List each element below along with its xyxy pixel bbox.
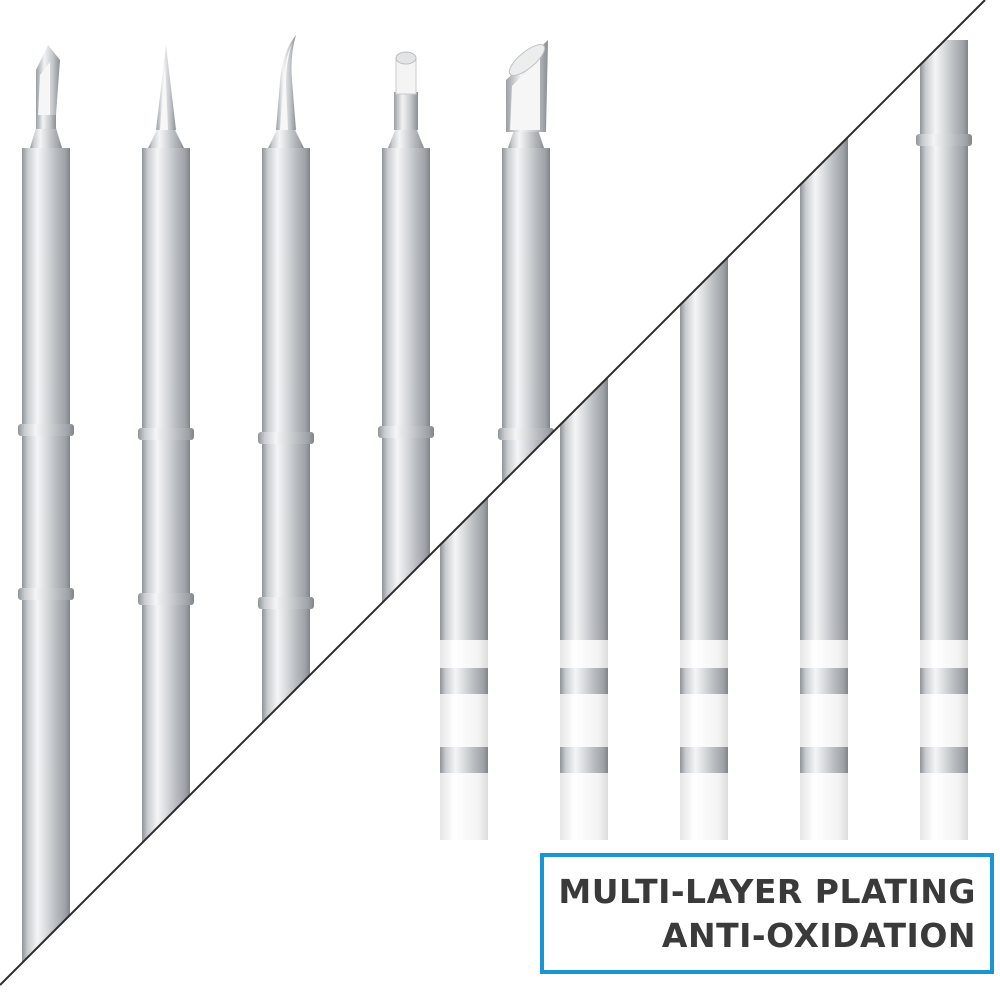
connector-end-3 xyxy=(680,0,728,840)
caption-line-2: ANTI-OXIDATION xyxy=(661,915,976,955)
caption-line-1: MULTI-LAYER PLATING xyxy=(558,871,976,911)
connector-end-4 xyxy=(800,0,848,840)
connector-end-2 xyxy=(560,0,608,840)
chisel-tip xyxy=(378,51,434,985)
caption-box: MULTI-LAYER PLATING ANTI-OXIDATION xyxy=(540,853,994,974)
connector-end-1 xyxy=(440,0,488,840)
diagonal-divider xyxy=(0,0,986,986)
pointed-tip xyxy=(138,45,194,985)
bent-tip xyxy=(258,35,314,985)
connector-end-5 xyxy=(916,40,972,840)
knife-tip xyxy=(18,45,74,985)
